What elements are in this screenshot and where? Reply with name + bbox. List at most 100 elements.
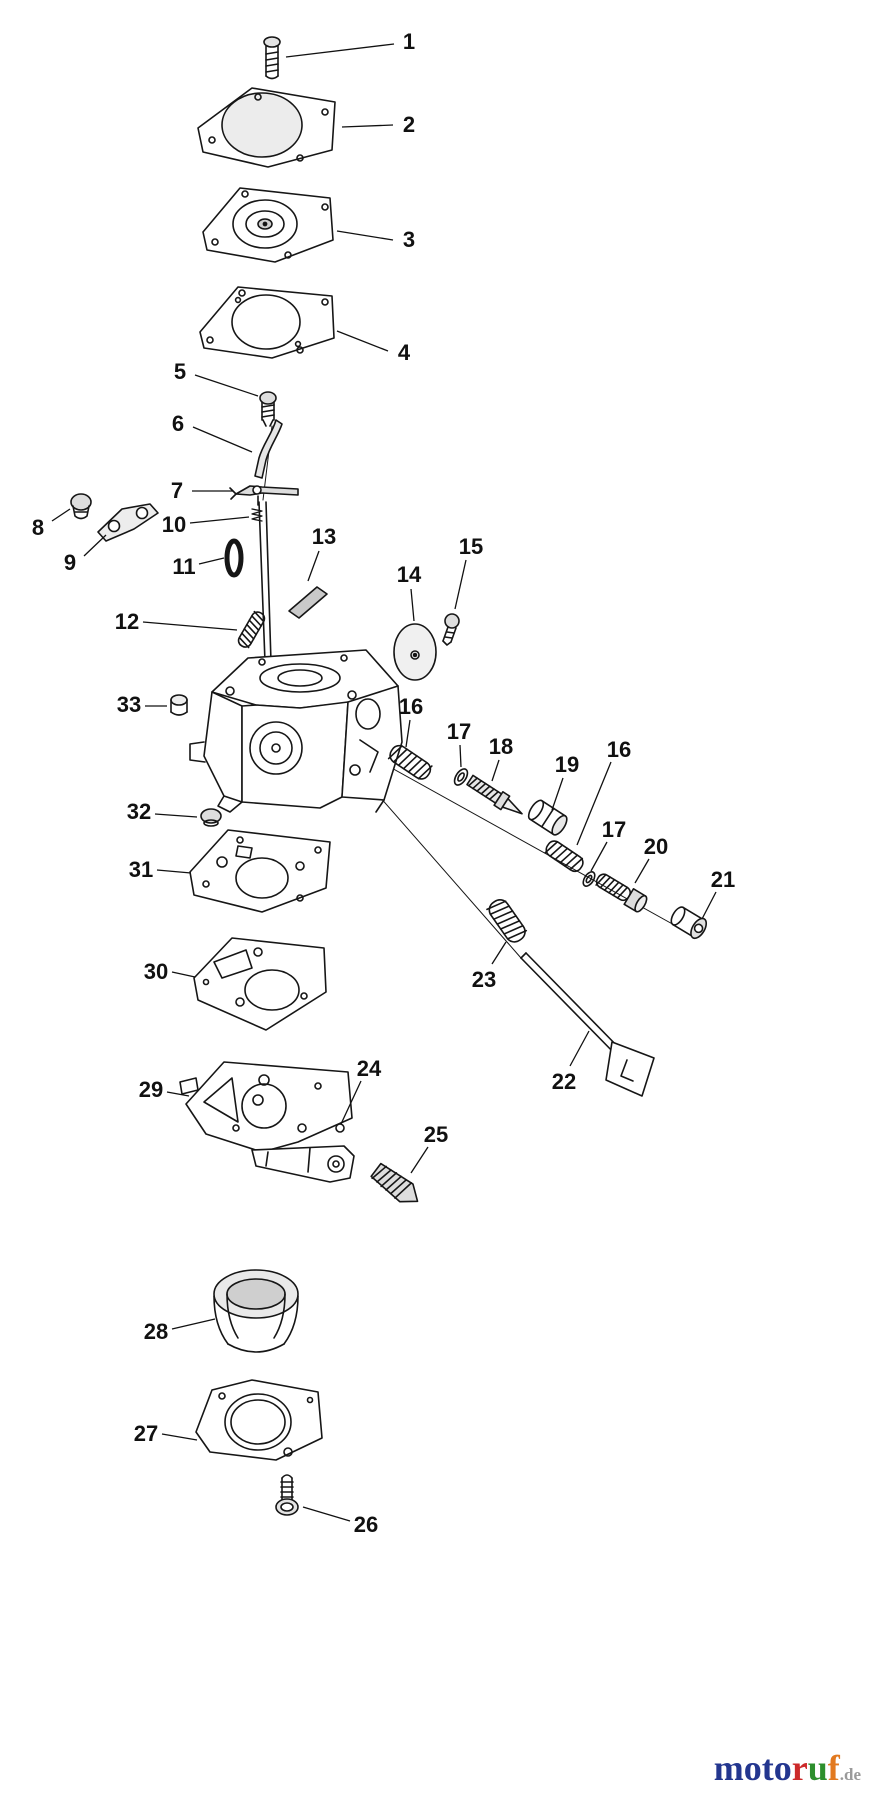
callout-label: 22 bbox=[552, 1069, 576, 1094]
callout-label: 28 bbox=[144, 1319, 168, 1344]
callout-label: 20 bbox=[644, 834, 668, 859]
part-key-plate bbox=[288, 586, 328, 619]
part-bottom-gasket bbox=[195, 1379, 323, 1461]
callout-label: 25 bbox=[424, 1122, 448, 1147]
part-cover-plate bbox=[197, 87, 336, 168]
callout-label: 1 bbox=[403, 29, 415, 54]
leader-line bbox=[551, 777, 564, 811]
leader-line bbox=[410, 588, 415, 622]
callout-label: 3 bbox=[403, 227, 415, 252]
part-disc-screw bbox=[442, 613, 460, 646]
leader-line bbox=[405, 719, 411, 748]
leader-line bbox=[590, 841, 608, 872]
part-rod bbox=[520, 952, 655, 1097]
part-welch-plug bbox=[200, 808, 222, 827]
callout-label: 5 bbox=[174, 359, 186, 384]
leader-line bbox=[454, 559, 467, 610]
logo-wordmark: motoruf bbox=[714, 1748, 840, 1788]
part-pump-gasket bbox=[193, 937, 327, 1031]
callout-label: 33 bbox=[117, 692, 141, 717]
logo-letter: t bbox=[761, 1748, 774, 1788]
part-bottom-plate bbox=[179, 1061, 355, 1183]
leader-line bbox=[340, 1080, 362, 1125]
callout-label: 18 bbox=[489, 734, 513, 759]
callout-label: 31 bbox=[129, 857, 153, 882]
logo-letter: u bbox=[807, 1748, 828, 1788]
callout-layer: 1234567891011121314151617181916172021222… bbox=[32, 29, 735, 1537]
part-disc bbox=[393, 623, 437, 681]
callout-label: 32 bbox=[127, 799, 151, 824]
leader-line bbox=[491, 759, 500, 782]
part-pump-diaphragm bbox=[189, 829, 331, 913]
part-throttle-shaft bbox=[258, 501, 272, 663]
part-washer-2 bbox=[582, 871, 596, 887]
callout-label: 29 bbox=[139, 1077, 163, 1102]
part-tapping-screw bbox=[370, 1162, 419, 1203]
callout-label: 9 bbox=[64, 550, 76, 575]
leader-line bbox=[491, 941, 507, 965]
part-pin-spring bbox=[251, 508, 263, 522]
callout-label: 24 bbox=[357, 1056, 382, 1081]
logo-letter: m bbox=[713, 1748, 744, 1788]
callout-label: 10 bbox=[162, 512, 186, 537]
logo-domain-suffix: .de bbox=[839, 1765, 861, 1784]
logo-letter: o bbox=[773, 1748, 792, 1788]
leader-line bbox=[171, 971, 196, 978]
callout-label: 15 bbox=[459, 534, 483, 559]
callout-label: 12 bbox=[115, 609, 139, 634]
part-swivel-lever bbox=[97, 503, 159, 542]
callout-label: 11 bbox=[172, 554, 195, 579]
leader-line bbox=[171, 1318, 216, 1330]
part-cap-nut bbox=[670, 906, 708, 940]
leader-line bbox=[156, 869, 192, 874]
leader-line bbox=[576, 761, 612, 846]
leader-line bbox=[336, 230, 394, 241]
leader-line bbox=[634, 858, 650, 884]
callout-label: 19 bbox=[555, 752, 579, 777]
leader-line bbox=[302, 1506, 351, 1522]
leader-line bbox=[83, 534, 107, 557]
callout-label: 17 bbox=[447, 719, 471, 744]
leader-line bbox=[154, 813, 198, 818]
callout-label: 21 bbox=[711, 867, 735, 892]
part-primer-cup bbox=[213, 1269, 299, 1353]
leader-line bbox=[341, 124, 394, 128]
callout-label: 30 bbox=[144, 959, 168, 984]
callout-label: 7 bbox=[171, 478, 183, 503]
part-idle-screw bbox=[595, 873, 648, 913]
logo-letter: f bbox=[827, 1748, 840, 1788]
logo-letter: o bbox=[743, 1748, 762, 1788]
part-plug bbox=[70, 493, 92, 520]
leader-line bbox=[459, 744, 462, 768]
part-lever-screw bbox=[259, 391, 277, 427]
callout-label: 4 bbox=[398, 340, 411, 365]
leader-line bbox=[198, 557, 225, 565]
leader-line bbox=[336, 330, 389, 352]
leader-line bbox=[701, 891, 717, 920]
callout-label: 8 bbox=[32, 515, 44, 540]
callout-label: 17 bbox=[602, 817, 626, 842]
part-shaft-spring bbox=[237, 610, 266, 649]
leader-line bbox=[569, 1030, 590, 1067]
part-barrel-nut bbox=[527, 799, 568, 836]
part-bottom-screw bbox=[275, 1474, 299, 1516]
callout-label: 16 bbox=[399, 694, 423, 719]
callout-label: 2 bbox=[403, 112, 415, 137]
leader-line bbox=[307, 550, 320, 582]
motoruf-logo: motoruf.de bbox=[714, 1748, 861, 1795]
leader-line bbox=[142, 621, 238, 631]
leader-line bbox=[166, 1091, 190, 1097]
callout-label: 6 bbox=[172, 411, 184, 436]
leader-line bbox=[51, 508, 71, 522]
part-needle-spring-1 bbox=[387, 744, 433, 780]
part-gasket-top bbox=[199, 286, 335, 359]
part-carburetor-body bbox=[189, 649, 403, 813]
part-washer-1 bbox=[453, 768, 469, 786]
callout-label: 16 bbox=[607, 737, 631, 762]
part-plunger-spring bbox=[486, 898, 528, 943]
leader-line bbox=[192, 426, 253, 453]
callout-label: 14 bbox=[397, 562, 422, 587]
callout-label: 23 bbox=[472, 967, 496, 992]
leader-line bbox=[410, 1146, 429, 1174]
